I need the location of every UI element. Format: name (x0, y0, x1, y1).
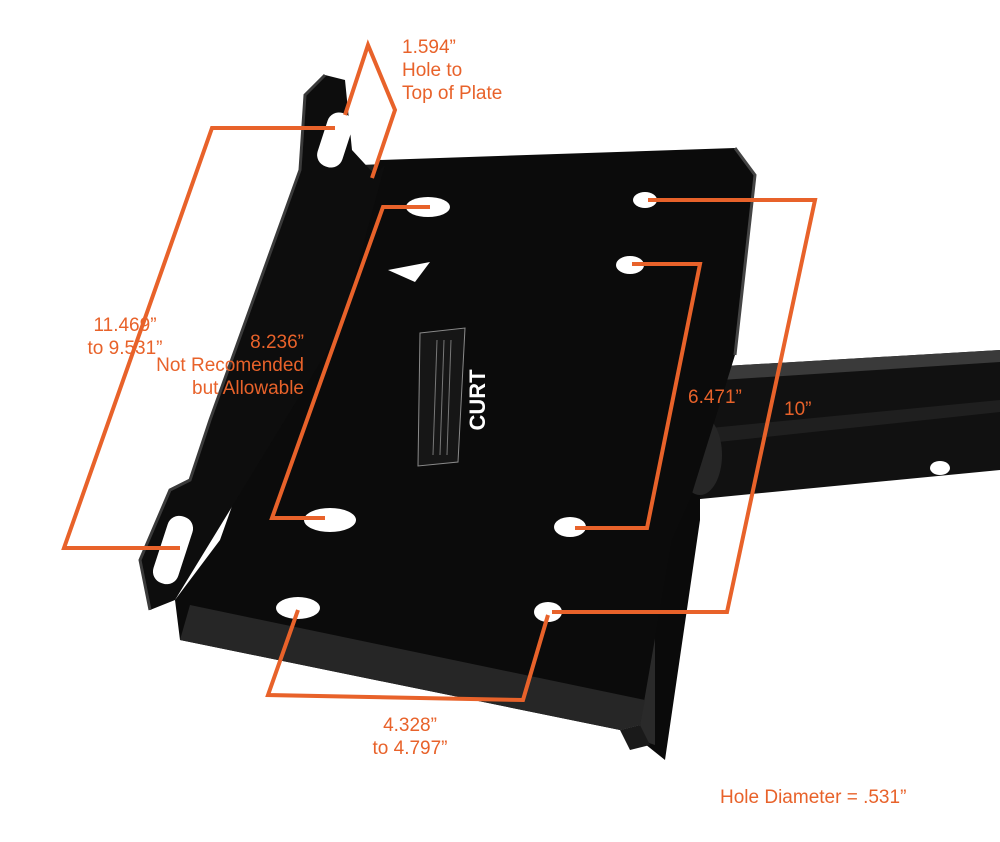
plate-hole (554, 517, 586, 537)
plate-hole (616, 256, 644, 274)
label-bottom-width: 4.328” to 4.797” (372, 715, 448, 759)
label-left-inner: 8.236” Not Recomended but Allowable (156, 332, 304, 399)
plate-slot (388, 262, 430, 282)
mounting-plate: CURT (138, 73, 757, 750)
dim-line-left-inner (269, 205, 430, 520)
label-right-outer: 10” (784, 399, 812, 420)
label-top-hole: 1.594” Hole to Top of Plate (402, 37, 503, 104)
brand-label: CURT (417, 327, 490, 467)
label-right-inner: 6.471” (688, 387, 742, 408)
dim-line-bottom-width (265, 609, 550, 703)
dim-line-side-slots (61, 126, 335, 550)
label-side-slots: 11.469” to 9.531” (87, 315, 163, 359)
dim-line-right-outer (552, 198, 818, 614)
dimension-lines (61, 39, 818, 703)
label-hole-diameter: Hole Diameter = .531” (720, 787, 907, 808)
plate-slot (304, 508, 356, 532)
tube-pin-hole (930, 461, 950, 475)
brand-label-text: CURT (465, 369, 490, 431)
dim-line-top-hole (343, 39, 398, 179)
plate-hole (534, 602, 562, 622)
plate-hole (633, 192, 657, 208)
receiver-tube (690, 350, 1000, 500)
plate-slot (276, 597, 320, 619)
dim-line-right-inner (575, 262, 703, 530)
